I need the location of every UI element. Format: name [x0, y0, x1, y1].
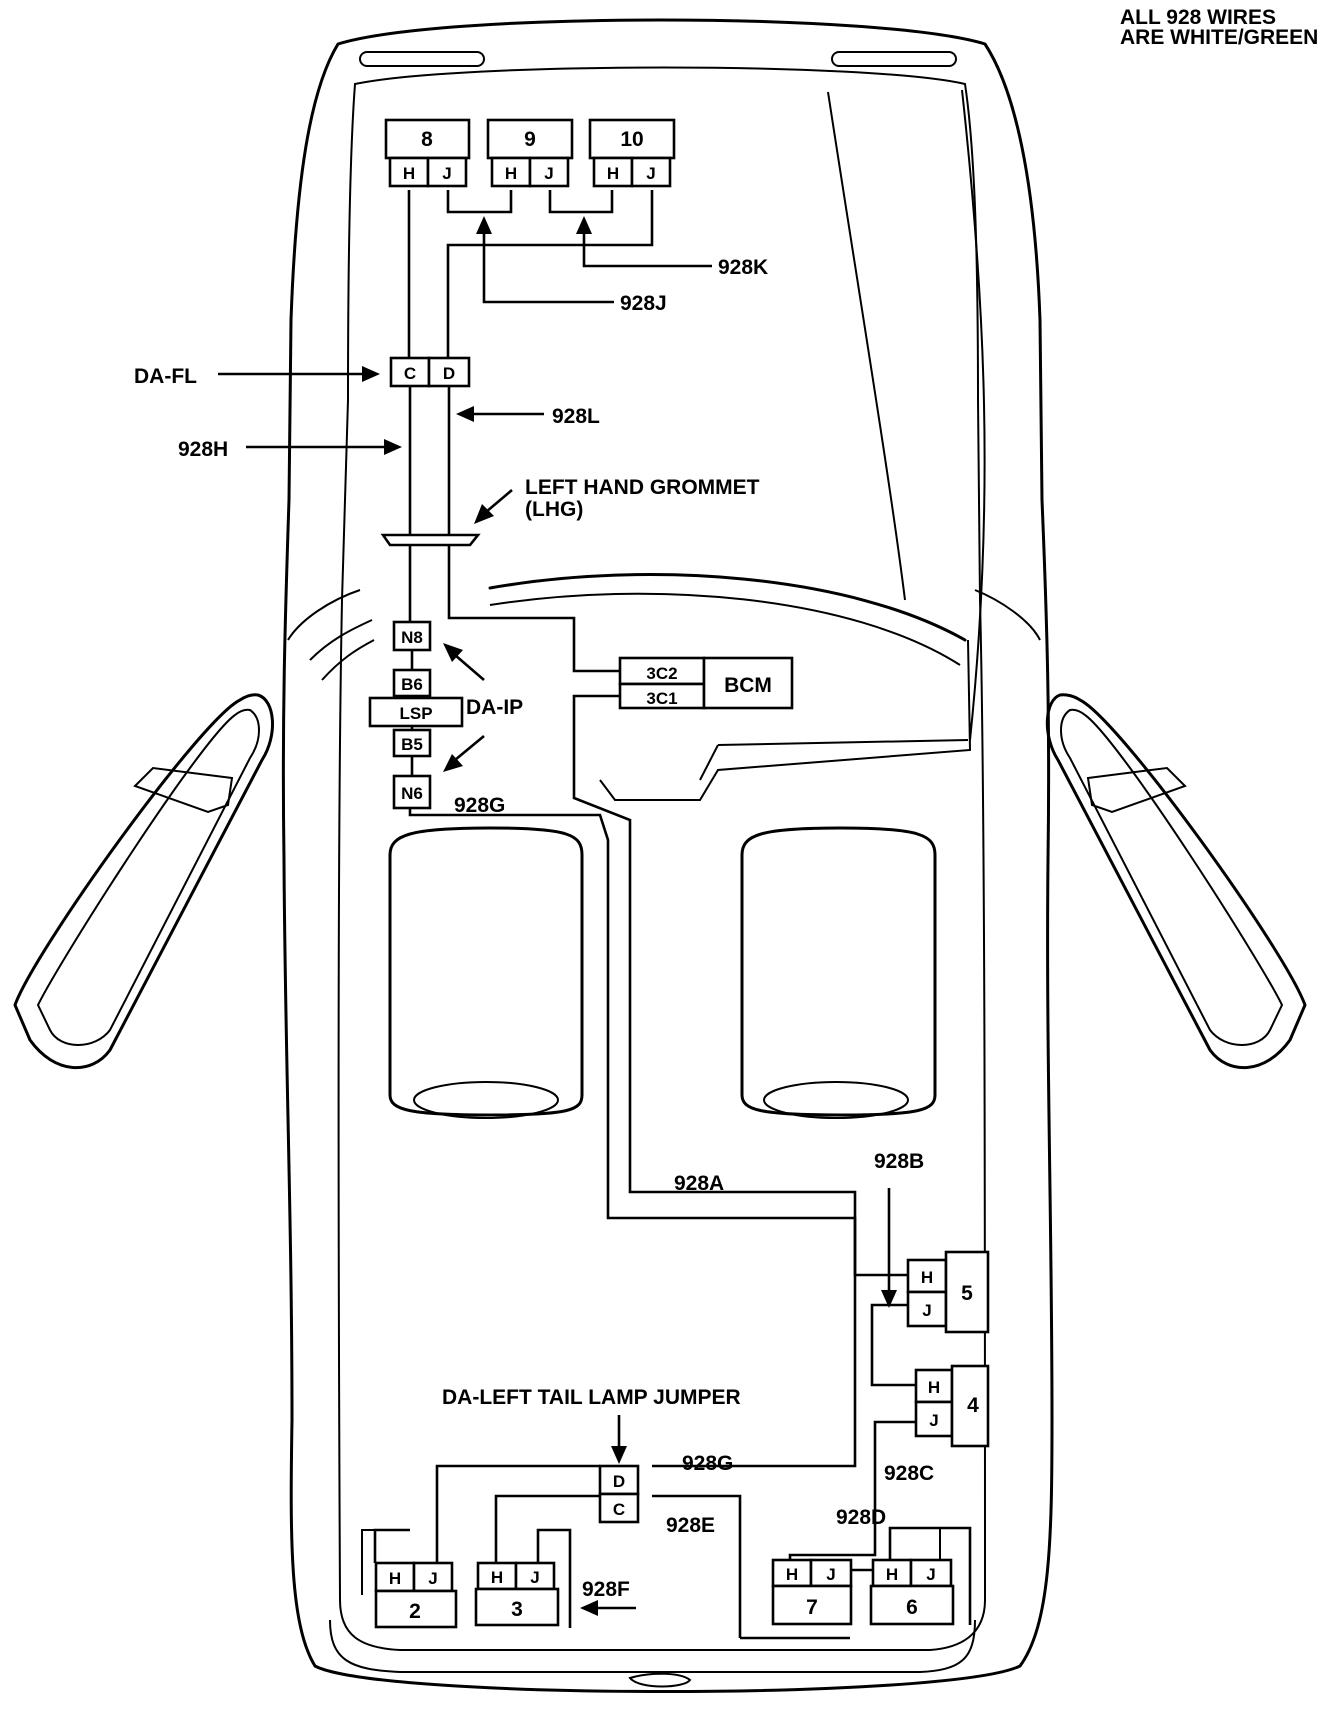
lamp-6-pin-h: H — [886, 1565, 898, 1584]
lamp-4: H J 4 — [914, 1364, 990, 1448]
lamp-6: H J 6 — [869, 1527, 965, 1626]
lamp-10-pin-j: J — [646, 164, 655, 183]
lamp-5: H J 5 — [906, 1250, 990, 1334]
wire-928e-label: 928E — [666, 1514, 715, 1537]
lamp-9: 9 H J — [486, 118, 574, 188]
note-line-1: ALL 928 WIRES — [1120, 6, 1276, 29]
bcm-module: 3C2 3C1 BCM — [618, 656, 794, 710]
lamp-9-label: 9 — [524, 128, 536, 151]
da-ip-b5: B5 — [401, 735, 423, 754]
wire-928c-label: 928C — [884, 1462, 934, 1485]
lamp-5-pin-h: H — [921, 1268, 933, 1287]
lamp-10: 10 H J — [588, 118, 676, 188]
labels: ALL 928 WIRES ARE WHITE/GREEN DA-FL 928H… — [134, 6, 1318, 1601]
wire-928k-label: 928K — [718, 256, 768, 279]
wire-928j-label: 928J — [620, 292, 667, 315]
lamp-2-label: 2 — [409, 1600, 421, 1623]
lamp-3-pin-h: H — [491, 1568, 503, 1587]
lamp-3-label: 3 — [511, 1598, 523, 1621]
wire-928g-front-label: 928G — [454, 794, 505, 817]
lamp-4-pin-h: H — [928, 1378, 940, 1397]
da-fl-pin-c: C — [404, 364, 416, 383]
lamp-10-label: 10 — [620, 128, 643, 151]
left-hand-grommet — [380, 533, 481, 547]
lamp-10-pin-h: H — [607, 164, 619, 183]
da-ip-lsp: LSP — [399, 704, 432, 723]
da-ip-connector: N8 B6 LSP B5 N6 — [368, 620, 464, 810]
wire-928d-label: 928D — [836, 1506, 886, 1529]
lamp-7: H J 7 — [771, 1558, 853, 1626]
note-line-2: ARE WHITE/GREEN — [1120, 26, 1318, 49]
tail-lamp-jumper: D C — [598, 1464, 640, 1524]
lamp-9-pin-j: J — [544, 164, 553, 183]
lamp-3-pin-j: J — [530, 1568, 539, 1587]
da-fl-connector: C D — [389, 356, 471, 388]
lamp-2-pin-j: J — [428, 1569, 437, 1588]
lamp-8-label: 8 — [421, 128, 433, 151]
da-ip-label: DA-IP — [466, 696, 523, 719]
tail-jumper-label: DA-LEFT TAIL LAMP JUMPER — [442, 1386, 741, 1409]
wire-harness — [373, 190, 972, 1640]
lamp-7-label: 7 — [806, 1596, 818, 1619]
lamp-2: H J 2 — [361, 1529, 458, 1629]
lamp-4-label: 4 — [967, 1394, 979, 1417]
grommet-label-line-1: LEFT HAND GROMMET — [525, 476, 760, 499]
da-ip-b6: B6 — [401, 675, 423, 694]
lamp-4-pin-j: J — [929, 1411, 938, 1430]
lamp-8-pin-j: J — [442, 164, 451, 183]
lamp-3: H J 3 — [474, 1561, 560, 1627]
lamp-7-pin-h: H — [786, 1565, 798, 1584]
lamp-2-pin-h: H — [389, 1569, 401, 1588]
wire-928h-label: 928H — [178, 438, 228, 461]
lamp-9-pin-h: H — [505, 164, 517, 183]
wire-928b-label: 928B — [874, 1150, 924, 1173]
lamp-5-label: 5 — [961, 1282, 973, 1305]
wire-928l-label: 928L — [552, 405, 600, 428]
lamp-7-pin-j: J — [826, 1565, 835, 1584]
tail-jumper-pin-d: D — [613, 1472, 625, 1491]
grommet-label-line-2: (LHG) — [525, 498, 583, 521]
vehicle-outline — [13, 18, 1307, 1693]
lamp-5-pin-j: J — [922, 1301, 931, 1320]
lamp-6-pin-j: J — [926, 1565, 935, 1584]
wire-928f-label: 928F — [582, 1578, 630, 1601]
da-fl-pin-d: D — [443, 364, 455, 383]
wire-928g-rear-label: 928G — [682, 1452, 733, 1475]
wire-928a-label: 928A — [674, 1172, 724, 1195]
da-ip-n6: N6 — [401, 784, 423, 803]
da-ip-n8: N8 — [401, 628, 423, 647]
leader-arrows — [218, 216, 897, 1616]
bcm-pin-3c2: 3C2 — [646, 664, 677, 683]
bcm-label: BCM — [724, 674, 772, 697]
lamp-6-label: 6 — [906, 1596, 918, 1619]
da-fl-label: DA-FL — [134, 365, 197, 388]
lamp-8: 8 H J — [384, 118, 471, 188]
tail-jumper-pin-c: C — [613, 1500, 625, 1519]
lamp-8-pin-h: H — [403, 164, 415, 183]
bcm-pin-3c1: 3C1 — [646, 689, 677, 708]
